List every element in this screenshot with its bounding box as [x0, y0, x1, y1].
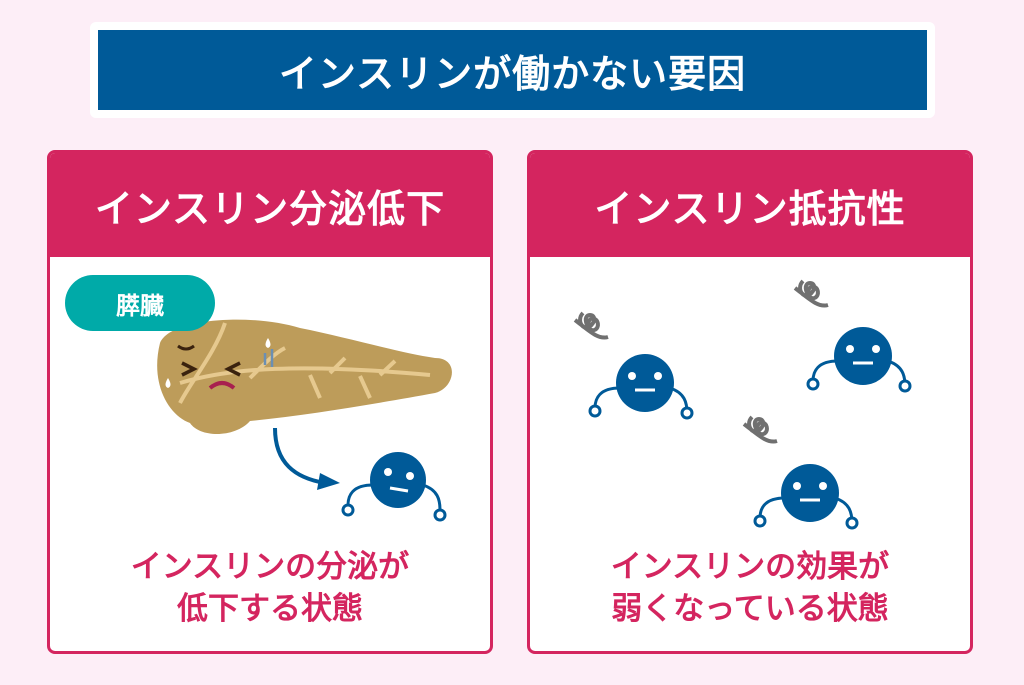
insulin-character-icon [753, 462, 859, 530]
card-insulin-resistance: インスリン抵抗性 インスリンの効果が 弱くなっている状態 [527, 150, 973, 654]
insulin-character-icon [341, 452, 447, 522]
card-insulin-secretion-decline: インスリン分泌低下 膵臓 インスリンの分泌が 低下する状態 [47, 150, 493, 654]
pancreas-illustration [157, 319, 452, 522]
caption-line: インスリンの分泌が [130, 549, 410, 585]
page-title: インスリンが働かない要因 [98, 30, 927, 110]
caption-line: 弱くなっている状態 [611, 591, 889, 627]
spring-icon [793, 279, 830, 308]
insulin-character-icon [588, 352, 694, 420]
spring-icon [573, 311, 610, 340]
insulin-character-icon [806, 325, 912, 393]
caption: インスリンの効果が 弱くなっている状態 [530, 546, 970, 630]
caption: インスリンの分泌が 低下する状態 [50, 546, 490, 630]
spring-icon [742, 415, 779, 444]
arrow-icon [273, 427, 326, 485]
caption-line: インスリンの効果が [610, 549, 890, 585]
card-heading: インスリン分泌低下 [50, 153, 490, 257]
caption-line: 低下する状態 [177, 591, 363, 627]
pancreas-badge: 膵臓 [65, 275, 215, 331]
pancreas-icon [157, 319, 452, 435]
card-heading: インスリン抵抗性 [530, 153, 970, 257]
